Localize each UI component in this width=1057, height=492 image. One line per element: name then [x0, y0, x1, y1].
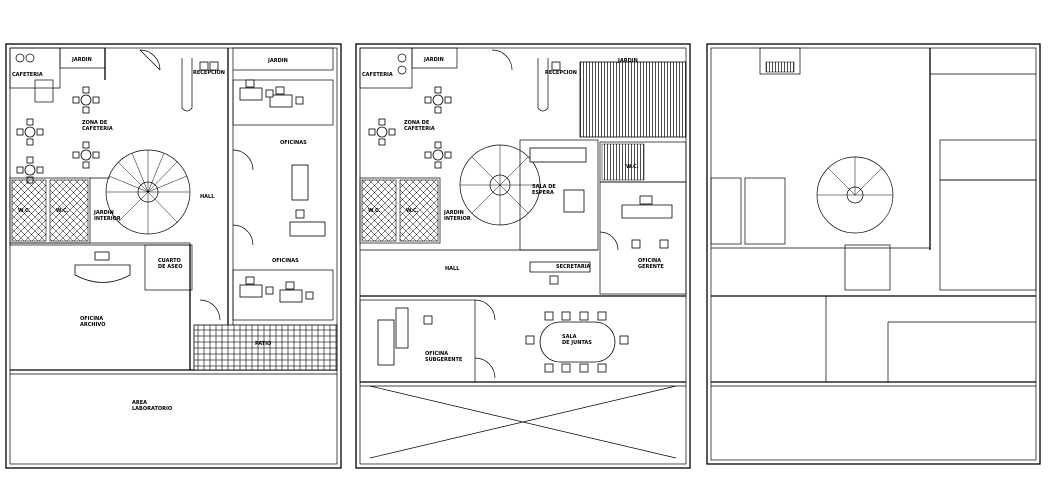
wc-label: W.C. — [406, 208, 419, 214]
hall-label: HALL — [445, 266, 460, 272]
wc-label: W.C. — [18, 208, 31, 214]
garden-label: JARDIN — [71, 57, 92, 63]
secretary-label: SECRETARIA — [556, 264, 591, 270]
garden-label: JARDIN — [267, 58, 288, 64]
wc-label: W.C. — [626, 164, 639, 170]
floor-plan-3 — [706, 43, 1041, 465]
wc-label: W.C. — [368, 208, 381, 214]
offices-label: OFICINAS — [280, 140, 307, 146]
hall-label: HALL — [200, 194, 215, 200]
cafeteria-label: CAFETERIA — [12, 72, 43, 78]
offices-label: OFICINAS — [272, 258, 299, 264]
reception-label: RECEPCION — [193, 70, 225, 76]
garden-label: JARDIN — [617, 58, 638, 64]
floor-plan-2: CAFETERIA JARDIN JARDIN RECEPCION ZONA D… — [355, 43, 691, 469]
cafeteria-label: CAFETERIA — [362, 72, 393, 78]
wc-label: W.C. — [56, 208, 69, 214]
garden-label: JARDIN — [423, 57, 444, 63]
patio-label: PATIO — [255, 341, 271, 347]
floor-plan-1: CAFETERIA JARDIN JARDIN RECEPCION ZONA D… — [5, 43, 342, 469]
reception-label: RECEPCION — [545, 70, 577, 76]
